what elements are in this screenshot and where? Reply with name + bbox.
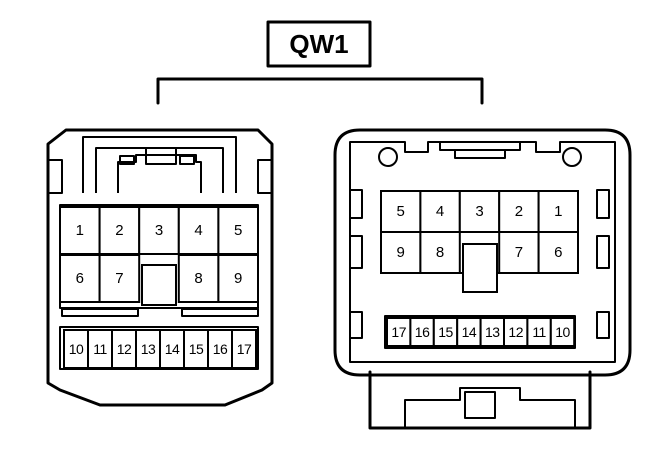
pin-cell [419,231,461,274]
pin-label: 13 [141,341,156,357]
pin-label: 17 [391,324,406,340]
pin-label: 15 [438,324,453,340]
pin-label: 2 [115,222,123,239]
pin-label: 3 [155,222,163,239]
pin-cell [159,329,185,369]
pin-label: 10 [555,324,570,340]
pin-label: 1 [76,222,84,239]
pin-cell [98,254,141,303]
right-key-slot [462,243,498,293]
pin-label: 4 [436,203,444,220]
pin-label: 16 [415,324,430,340]
bracket-line [156,77,484,105]
title-box [266,20,372,68]
pin-cell [217,254,259,303]
right-connector: 5 4 3 2 1 9 8 7 6 17 16 15 14 13 12 11 10 [333,128,632,430]
pin-label: 7 [115,270,123,287]
pin-label: 7 [515,244,523,261]
pin-cell [549,317,576,347]
pin-cell [183,329,209,369]
pin-label: 14 [462,324,477,340]
pin-label: 9 [397,244,405,261]
pin-label: 17 [237,341,252,357]
left-housing [46,128,274,407]
pin-label: 8 [436,244,444,261]
pin-label: 6 [76,270,84,287]
pin-label: 12 [117,341,132,357]
pin-cell [177,254,220,303]
pin-label: 6 [554,244,562,261]
pin-label: 5 [397,203,405,220]
mounting-hole-icon [562,147,582,167]
pin-label: 4 [194,222,202,239]
pin-label: 10 [69,341,84,357]
left-key-slot [141,264,177,306]
left-latch-tab [145,147,177,165]
pin-cell [138,206,180,255]
pin-label: 5 [234,222,242,239]
pin-label: 11 [532,324,546,340]
pin-label: 13 [485,324,500,340]
pin-label: 3 [475,203,483,220]
pin-label: 14 [165,341,180,357]
pin-label: 9 [234,270,242,287]
pin-label: 2 [515,203,523,220]
right-housing [333,128,632,377]
pin-label: 12 [508,324,523,340]
pin-cell [498,231,540,274]
pin-label: 16 [213,341,228,357]
connector-title: QW1 [289,29,348,59]
pin-cell [59,254,101,303]
pin-cell [537,231,579,274]
pin-label: 8 [194,270,202,287]
right-latch-housing [368,370,592,430]
pin-cell [231,329,257,369]
mounting-hole-icon [378,147,398,167]
pin-label: 11 [93,341,107,357]
right-latch-tab [464,391,496,419]
left-latch-frame [82,136,237,193]
pin-label: 15 [189,341,204,357]
pin-label: 1 [554,203,562,220]
pin-cell [63,329,89,369]
